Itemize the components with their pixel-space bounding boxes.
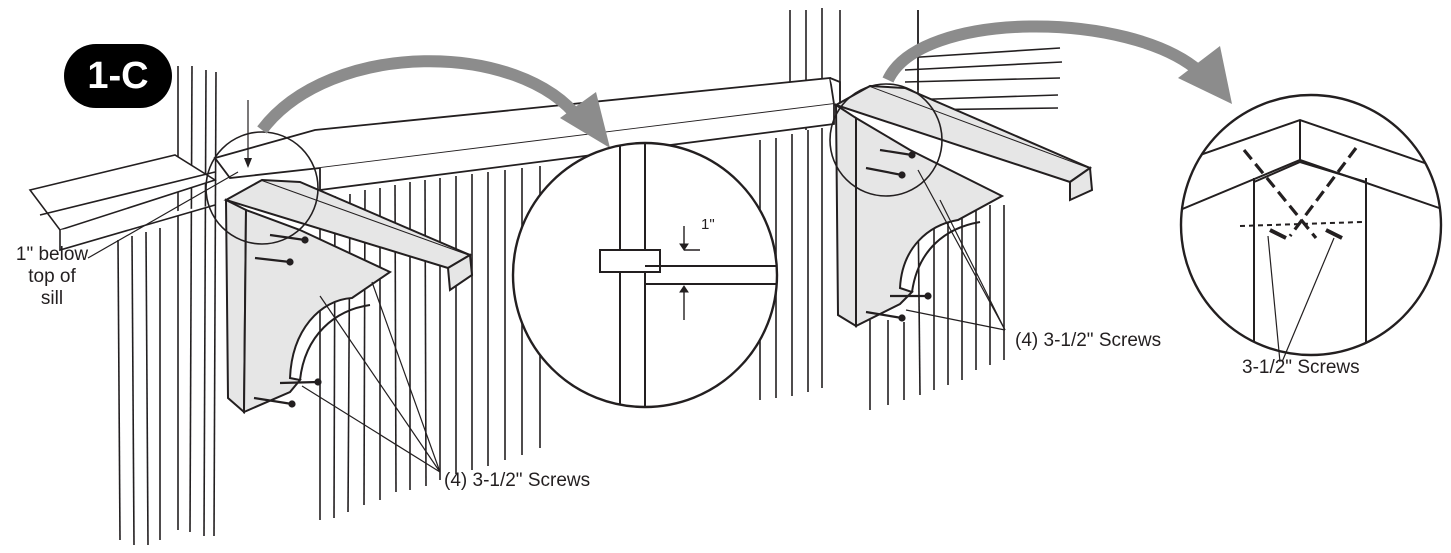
screws (253, 148, 932, 408)
below-sill-label: 1" below top of sill (6, 244, 98, 310)
leader-lines (87, 100, 1335, 473)
top-rail (213, 77, 841, 192)
below-sill-label-line3: sill (40, 288, 64, 309)
below-sill-label-line1: 1" below (15, 244, 89, 265)
step-badge: 1-C (64, 44, 172, 108)
screws-detail-label: 3-1/2" Screws (1242, 357, 1360, 378)
callout-arrows (257, 20, 1232, 148)
below-sill-label-line2: top of (28, 266, 76, 287)
middle-detail (511, 141, 779, 409)
detail-callouts (205, 83, 943, 245)
corner-detail (1179, 93, 1443, 357)
screws-right-label: (4) 3-1/2" Screws (1015, 330, 1162, 351)
left-sill (28, 154, 217, 252)
right-bracket (833, 84, 1094, 328)
screws-left-label: (4) 3-1/2" Screws (444, 470, 591, 491)
dimension-label: 1" (701, 216, 715, 233)
